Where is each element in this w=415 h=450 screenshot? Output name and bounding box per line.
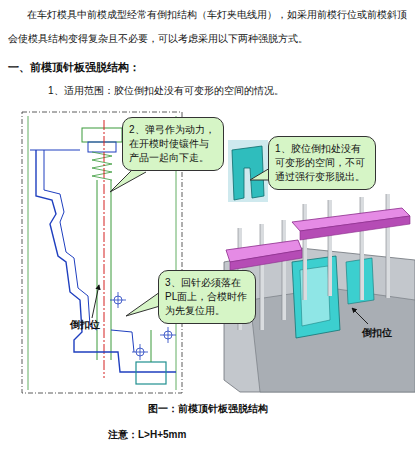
callout-text: 3、回针必须落在PL面上，合模时作为先复位用。 <box>165 276 249 318</box>
undercut-part-inset <box>228 140 268 202</box>
part-label: 倒扣位 <box>362 326 412 340</box>
callout-bubble: 1、胶位倒扣处没有可变形的空间，不可通过强行变形脱出。 <box>268 136 376 190</box>
callout-bubble: 3、回针必须落在PL面上，合模时作为先复位用。 <box>158 270 256 324</box>
scope-note: 1、适用范围：胶位倒扣处没有可变形的空间的情况。 <box>48 84 408 98</box>
part-label: 倒扣位 <box>70 318 130 332</box>
figure-caption: 图一：前模顶针板强脱结构 <box>0 402 415 416</box>
dimension-note: 注意：L>H+5mm <box>108 428 358 442</box>
intro-paragraph: 在车灯模具中前模成型经常有倒扣结构（车灯夹电线用），如采用前模行位或前模斜顶会使… <box>8 3 410 51</box>
callout-text: 1、胶位倒扣处没有可变形的空间，不可通过强行变形脱出。 <box>275 142 369 184</box>
callout-text: 2、弹弓作为动力，在开模时使镶件与产品一起向下走。 <box>129 123 217 165</box>
callout-bubble: 2、弹弓作为动力，在开模时使镶件与产品一起向下走。 <box>122 117 224 171</box>
section-heading: 一、前模顶针板强脱结构： <box>8 60 140 74</box>
